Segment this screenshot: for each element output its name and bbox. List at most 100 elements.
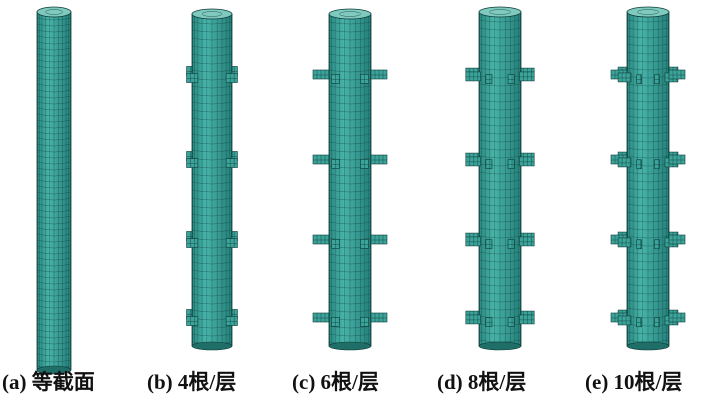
mesh-line <box>191 141 233 145</box>
pile-bottom <box>328 341 372 351</box>
mesh-line <box>626 91 670 95</box>
mesh-line <box>328 213 372 217</box>
mesh-line <box>191 93 233 97</box>
mesh-line <box>328 29 372 33</box>
mesh-line <box>328 69 372 73</box>
pile-branch <box>617 72 632 83</box>
mesh-line <box>191 229 233 233</box>
mesh-line <box>36 227 72 231</box>
mesh-line <box>191 253 233 257</box>
mesh-line <box>626 283 670 287</box>
pile-branch <box>507 317 515 327</box>
mesh-line <box>328 157 372 161</box>
mesh-line <box>36 275 72 279</box>
mesh-line <box>191 213 233 217</box>
mesh-line <box>328 197 372 201</box>
mesh-line <box>36 83 72 87</box>
mesh-line <box>191 301 233 305</box>
caption-d: (d) 8根/层 <box>437 370 527 394</box>
pile-branch <box>507 239 515 249</box>
mesh-line <box>36 269 72 273</box>
mesh-line <box>191 69 233 73</box>
mesh-line <box>339 11 361 17</box>
mesh-line <box>328 205 372 209</box>
mesh-line <box>36 287 72 291</box>
pile-top-face <box>328 8 372 20</box>
pile-bottom <box>36 365 72 375</box>
mesh-line <box>36 185 72 189</box>
mesh-line <box>626 235 670 239</box>
mesh-line <box>36 179 72 183</box>
mesh-line <box>191 309 233 313</box>
mesh-line <box>478 307 522 311</box>
caption-b: (b) 4根/层 <box>147 370 237 394</box>
mesh-line <box>36 209 72 213</box>
mesh-line <box>478 283 522 287</box>
mesh-line <box>191 173 233 177</box>
mesh-line <box>328 237 372 241</box>
mesh-line <box>191 205 233 209</box>
mesh-line <box>36 113 72 117</box>
mesh-line <box>626 115 670 119</box>
mesh-line <box>637 9 659 15</box>
mesh-line <box>36 353 72 357</box>
mesh-line <box>36 257 72 261</box>
mesh-line <box>36 155 72 159</box>
mesh-line <box>36 23 72 27</box>
pile-branch <box>225 158 238 168</box>
mesh-line <box>626 51 670 55</box>
mesh-line <box>191 285 233 289</box>
mesh-line <box>36 215 72 219</box>
mesh-line <box>328 133 372 137</box>
mesh-line <box>36 161 72 165</box>
mesh-line <box>328 45 372 49</box>
mesh-line <box>478 163 522 167</box>
mesh-line <box>478 203 522 207</box>
mesh-line <box>191 101 233 105</box>
pile-e <box>610 6 686 351</box>
mesh-line <box>626 67 670 71</box>
mesh-line <box>36 293 72 297</box>
mesh-line <box>626 59 670 63</box>
mesh-line <box>36 53 72 57</box>
pile-branch <box>465 156 481 167</box>
mesh-line <box>36 233 72 237</box>
caption-a: (a) 等截面 <box>2 370 95 394</box>
mesh-line <box>36 299 72 303</box>
mesh-line <box>328 93 372 97</box>
mesh-line <box>328 21 372 25</box>
pile-d <box>465 6 535 351</box>
mesh-line <box>328 181 372 185</box>
mesh-line <box>36 125 72 129</box>
pile-branch <box>465 236 481 247</box>
mesh-line <box>36 281 72 285</box>
mesh-line <box>626 195 670 199</box>
pile-c <box>312 8 388 351</box>
mesh-line <box>36 347 72 351</box>
mesh-line <box>328 85 372 89</box>
mesh-line <box>626 179 670 183</box>
mesh-line <box>626 171 670 175</box>
mesh-line <box>626 83 670 87</box>
mesh-line <box>328 37 372 41</box>
mesh-line <box>478 99 522 103</box>
mesh-line <box>36 221 72 225</box>
mesh-line <box>478 59 522 63</box>
pile-branch <box>485 74 493 84</box>
mesh-line <box>191 45 233 49</box>
mesh-line <box>328 261 372 265</box>
mesh-line <box>36 263 72 267</box>
pile-branch <box>507 74 515 84</box>
pile-a <box>36 6 72 375</box>
mesh-line <box>328 173 372 177</box>
mesh-line <box>626 131 670 135</box>
mesh-line <box>478 155 522 159</box>
mesh-line <box>478 315 522 319</box>
mesh-line <box>328 277 372 281</box>
mesh-line <box>191 53 233 57</box>
mesh-line <box>478 43 522 47</box>
pile-branch <box>186 73 199 83</box>
pile-bottom <box>191 341 233 351</box>
